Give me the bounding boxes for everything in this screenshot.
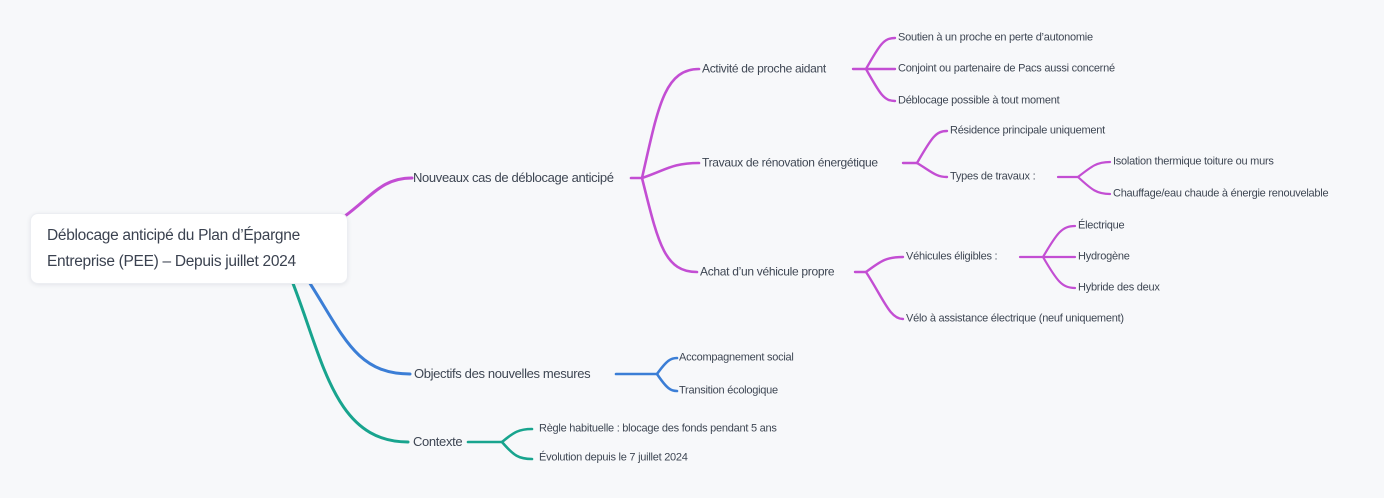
node-nouveaux-cas[interactable]: Nouveaux cas de déblocage anticipé — [413, 169, 614, 185]
node-contexte[interactable]: Contexte — [413, 433, 463, 449]
node-isolation-thermique[interactable]: Isolation thermique toiture ou murs — [1113, 155, 1274, 168]
branch2-links — [614, 356, 679, 393]
node-activite-proche-aidant[interactable]: Activité de proche aidant — [702, 61, 826, 76]
node-types-travaux[interactable]: Types de travaux : — [950, 170, 1036, 183]
node-soutien-proche[interactable]: Soutien à un proche en perte d’autonomie — [898, 31, 1093, 44]
root-node[interactable]: Déblocage anticipé du Plan d’Épargne Ent… — [30, 213, 348, 284]
node-residence-principale[interactable]: Résidence principale uniquement — [950, 124, 1105, 137]
root-node-label: Déblocage anticipé du Plan d’Épargne Ent… — [47, 226, 300, 270]
branch3-links — [466, 427, 534, 461]
root-links — [284, 176, 414, 444]
node-hydrogene[interactable]: Hydrogène — [1078, 250, 1130, 263]
node-travaux-renovation[interactable]: Travaux de rénovation énergétique — [702, 155, 878, 170]
node-objectifs[interactable]: Objectifs des nouvelles mesures — [414, 365, 591, 381]
node-vehicules-eligibles[interactable]: Véhicules éligibles : — [906, 250, 998, 263]
node-deblocage-tout-moment[interactable]: Déblocage possible à tout moment — [898, 94, 1060, 107]
node-evolution-juillet[interactable]: Évolution depuis le 7 juillet 2024 — [539, 451, 688, 464]
branch1-links — [629, 36, 1112, 321]
node-conjoint-pacs[interactable]: Conjoint ou partenaire de Pacs aussi con… — [898, 62, 1115, 75]
node-electrique[interactable]: Électrique — [1078, 219, 1125, 232]
node-velo-assistance[interactable]: Vélo à assistance électrique (neuf uniqu… — [906, 312, 1124, 325]
node-chauffage-eau-chaude[interactable]: Chauffage/eau chaude à énergie renouvela… — [1113, 187, 1329, 200]
node-accompagnement-social[interactable]: Accompagnement social — [679, 351, 794, 364]
node-regle-habituelle[interactable]: Règle habituelle : blocage des fonds pen… — [539, 422, 777, 435]
node-transition-ecologique[interactable]: Transition écologique — [679, 384, 778, 397]
node-achat-vehicule[interactable]: Achat d’un véhicule propre — [700, 264, 835, 279]
node-hybride[interactable]: Hybride des deux — [1078, 281, 1160, 294]
